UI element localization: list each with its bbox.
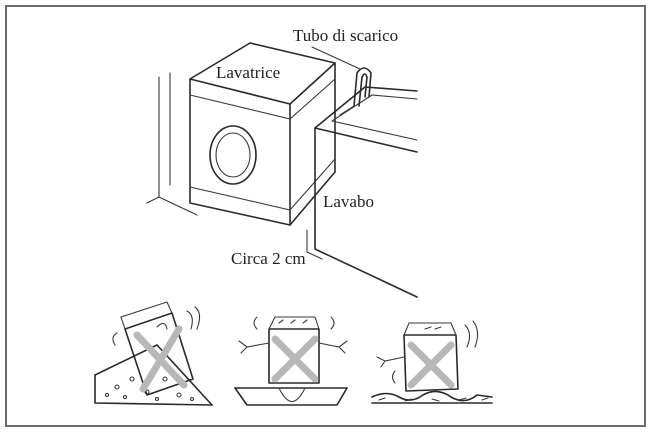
- raised-floor-icon: [234, 316, 348, 406]
- sink-label: Lavabo: [323, 192, 374, 211]
- room-corner: [146, 72, 198, 216]
- drain-hose-icon: [311, 46, 372, 116]
- installation-diagram: Lavatrice Tubo di scarico Lavabo Circa 2…: [94, 26, 493, 406]
- gap-label: Circa 2 cm: [231, 249, 306, 268]
- washing-machine-label: Lavatrice: [216, 63, 280, 82]
- diagram-frame: Lavatrice Tubo di scarico Lavabo Circa 2…: [5, 5, 646, 427]
- washing-machine-icon: [189, 42, 336, 226]
- bumpy-floor-icon: [371, 320, 493, 404]
- drain-hose-label: Tubo di scarico: [293, 26, 398, 45]
- sink-icon: [306, 86, 418, 298]
- uneven-floor-icon: [94, 301, 213, 406]
